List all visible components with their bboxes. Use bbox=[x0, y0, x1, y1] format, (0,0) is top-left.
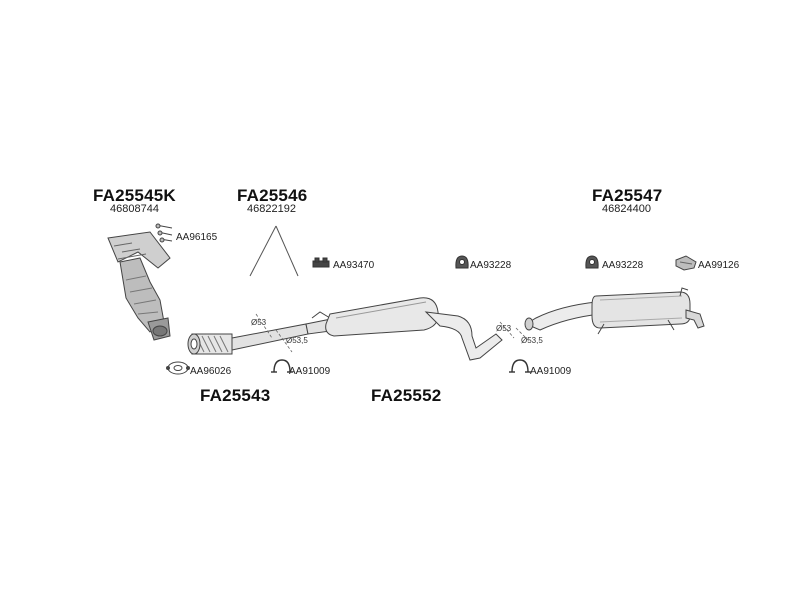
clamp-front-part bbox=[271, 359, 293, 373]
part-label-rubber-mount-2: AA93228 bbox=[602, 260, 644, 271]
rubber-mount-2-part bbox=[585, 255, 599, 269]
oe-number-front-pipe: 46822192 bbox=[247, 203, 296, 215]
group-code-middle-silencer: FA25552 bbox=[371, 386, 442, 405]
group-code-downpipe: FA25543 bbox=[200, 386, 271, 405]
dimension-label-rear-1: Ø53 bbox=[496, 324, 512, 333]
dimension-label-front-1: Ø53 bbox=[251, 318, 267, 327]
oe-number-rear-silencer: 46824400 bbox=[602, 203, 651, 215]
middle-silencer-part bbox=[305, 297, 503, 361]
part-label-gasket: AA96026 bbox=[190, 366, 232, 377]
part-label-rubber-mount-1: AA93228 bbox=[470, 260, 512, 271]
part-label-bracket-rear: AA99126 bbox=[698, 260, 740, 271]
part-label-stud-set: AA96165 bbox=[176, 232, 218, 243]
downpipe-part bbox=[187, 323, 309, 355]
dimension-lines-front bbox=[255, 313, 293, 353]
dimension-lines-rear bbox=[499, 321, 529, 341]
dimension-label-rear-2: Ø53,5 bbox=[521, 336, 543, 345]
group-code-manifold: FA25545K bbox=[93, 186, 176, 205]
hanger-center-part bbox=[312, 257, 330, 268]
gasket-part bbox=[166, 361, 190, 375]
rear-silencer-part bbox=[524, 287, 705, 335]
part-label-hanger-center: AA93470 bbox=[333, 260, 375, 271]
clamp-rear-part bbox=[509, 359, 531, 373]
front-pipe-callout-lines bbox=[249, 225, 299, 277]
group-code-front-pipe: FA25546 bbox=[237, 186, 308, 205]
exhaust-manifold-part bbox=[107, 231, 171, 341]
part-label-clamp-rear: AA91009 bbox=[530, 366, 572, 377]
part-label-clamp-front: AA91009 bbox=[289, 366, 331, 377]
dimension-label-front-2: Ø53,5 bbox=[286, 336, 308, 345]
rubber-mount-1-part bbox=[455, 255, 469, 269]
group-code-rear-silencer: FA25547 bbox=[592, 186, 663, 205]
stud-set-part bbox=[155, 223, 173, 243]
oe-number-manifold: 46808744 bbox=[110, 203, 159, 215]
bracket-rear-part bbox=[675, 255, 697, 271]
